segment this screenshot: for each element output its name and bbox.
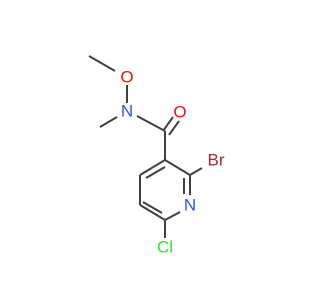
atom-chlorine: Cl: [157, 238, 173, 257]
bond-ring-c3-c2: [164, 159, 191, 176]
bond-carbonyl-double-1: [162, 116, 174, 132]
bond-carbonyl-double-2: [168, 120, 180, 136]
bond-c2-br: [189, 167, 203, 176]
molecule-diagram: O N O Br N Cl: [88, 55, 225, 257]
bond-n-ring-c6: [164, 211, 181, 221]
bond-n-carbonyl-c: [136, 115, 166, 132]
bond-c4-c3: [139, 159, 166, 176]
atom-nitrogen-amide: N: [121, 102, 133, 121]
bond-ch3-o: [88, 55, 116, 72]
bond-c6-c5-double: [142, 201, 163, 214]
bond-n-ch3: [99, 116, 118, 128]
atom-nitrogen-ring: N: [184, 196, 196, 215]
atom-oxygen-methoxy: O: [120, 68, 133, 87]
atom-bromine: Br: [208, 151, 225, 170]
atom-oxygen-carbonyl: O: [173, 103, 186, 122]
bond-c4-c3-double: [145, 166, 166, 179]
structure-svg: O N O Br N Cl: [88, 55, 225, 257]
bond-c6-c5: [139, 204, 166, 221]
